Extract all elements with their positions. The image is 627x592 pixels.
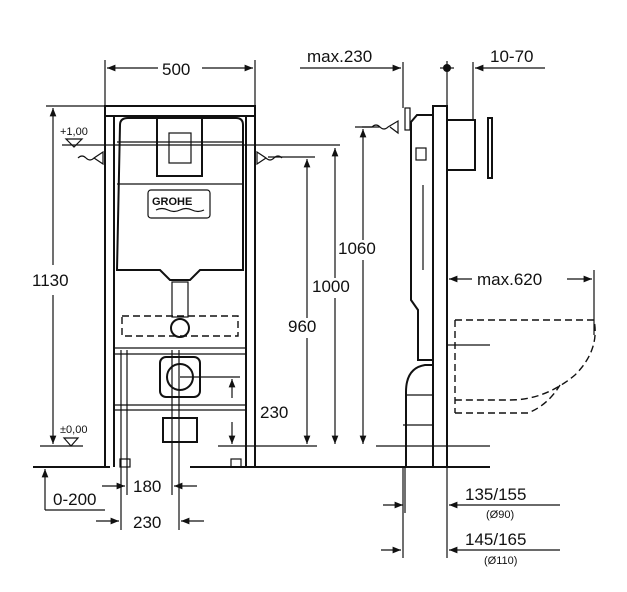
svg-text:1130: 1130 (32, 271, 69, 290)
side-frame (404, 105, 448, 468)
drain-pipe-front (121, 281, 239, 443)
water-inlets-front (77, 150, 283, 166)
bowl-projection-dimension: max.620 (449, 270, 595, 335)
svg-text:145/165: 145/165 (465, 530, 526, 549)
svg-text:(Ø110): (Ø110) (484, 555, 517, 567)
svg-text:10-70: 10-70 (490, 47, 533, 66)
bolt-spacing-dimensions: 180 230 (96, 350, 204, 532)
height-dimension-1130: 1130 (32, 105, 105, 444)
width-dimension: 500 (104, 60, 256, 106)
svg-text:180: 180 (133, 477, 161, 496)
svg-text:max.620: max.620 (477, 270, 542, 289)
side-inlet-icon (362, 119, 399, 135)
svg-text:960: 960 (288, 317, 316, 336)
level-marker-top: +1,00 (60, 126, 340, 148)
flush-plate-opening (156, 117, 203, 177)
front-frame (104, 105, 256, 468)
pipe-offset-dimensions: 135/155 (Ø90) 145/165 (Ø110) (381, 467, 560, 567)
svg-text:±0,00: ±0,00 (60, 424, 87, 436)
svg-text:0-200: 0-200 (53, 490, 96, 509)
drain-pipe-side (403, 364, 434, 467)
wc-bowl-outline (447, 319, 596, 414)
cistern (115, 117, 244, 281)
wall-thickness-dimension: 10-70 (440, 47, 545, 120)
level-marker-zero: ±0,00 (60, 424, 87, 447)
grohe-logo: GROHE (147, 189, 211, 219)
svg-text:1060: 1060 (338, 239, 376, 258)
svg-text:500: 500 (162, 60, 190, 79)
svg-text:1000: 1000 (312, 277, 350, 296)
svg-text:135/155: 135/155 (465, 485, 526, 504)
svg-text:230: 230 (260, 403, 288, 422)
max-depth-dimension: max.230 (300, 47, 404, 108)
drain-height-dimension: 230 (180, 376, 288, 444)
flush-height-dimensions: 960 1000 1060 (268, 126, 380, 444)
svg-text:230: 230 (133, 513, 161, 532)
floor-adjust-dimension: 0-200 (41, 469, 105, 511)
svg-text:max.230: max.230 (307, 47, 372, 66)
svg-text:+1,00: +1,00 (60, 126, 88, 138)
svg-text:(Ø90): (Ø90) (486, 509, 514, 521)
svg-text:GROHE: GROHE (152, 196, 192, 208)
actuator-and-plate (446, 117, 493, 179)
